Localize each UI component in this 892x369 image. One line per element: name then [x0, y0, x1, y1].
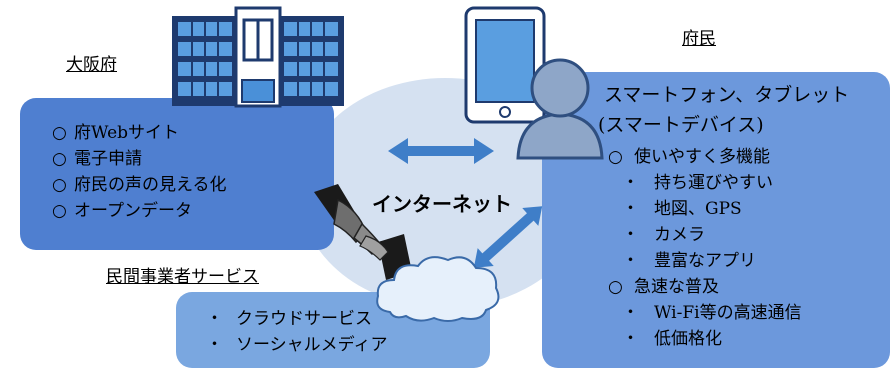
tablet-icon [464, 6, 546, 124]
list-item: ○電子申請 [52, 149, 142, 169]
double-arrow-icon [386, 136, 496, 166]
list-subitem: ・低価格化 [622, 329, 722, 349]
list-item: ○オープンデータ [52, 201, 192, 221]
citizen-title: スマートフォン、タブレット (スマートデバイス) [598, 80, 850, 140]
office-building-icon [170, 6, 346, 110]
list-item: ・ソーシャルメディア [206, 335, 388, 355]
osaka-panel: ○府Webサイト ○電子申請 ○府民の声の見える化 ○オープンデータ [20, 98, 334, 250]
list-item: ○使いやすく多機能 [608, 147, 770, 167]
list-subitem: ・持ち運びやすい [622, 173, 773, 193]
services-label: 民間事業者サービス [106, 267, 259, 287]
cloud-icon [372, 250, 504, 324]
list-item: ○府Webサイト [52, 123, 180, 143]
citizen-item-list: ○使いやすく多機能 ・持ち運びやすい ・地図、GPS ・カメラ ・豊富なアプリ … [608, 144, 802, 352]
list-item: ○急速な普及 [608, 277, 719, 297]
osaka-item-list: ○府Webサイト ○電子申請 ○府民の声の見える化 ○オープンデータ [52, 120, 227, 224]
list-item: ・クラウドサービス [206, 309, 372, 329]
double-arrow-icon [470, 202, 546, 272]
citizen-panel: スマートフォン、タブレット (スマートデバイス) ○使いやすく多機能 ・持ち運び… [542, 72, 890, 368]
list-subitem: ・豊富なアプリ [622, 251, 756, 271]
citizen-label: 府民 [682, 29, 716, 49]
internet-label: インターネット [372, 192, 512, 216]
services-item-list: ・クラウドサービス ・ソーシャルメディア [206, 306, 387, 358]
list-subitem: ・Wi-Fi等の高速通信 [622, 303, 802, 323]
list-subitem: ・地図、GPS [622, 199, 742, 219]
osaka-label: 大阪府 [66, 55, 117, 75]
citizen-title-line2: (スマートデバイス) [598, 114, 764, 136]
person-icon [514, 56, 606, 162]
citizen-title-line1: スマートフォン、タブレット [604, 84, 850, 106]
list-item: ○府民の声の見える化 [52, 175, 227, 195]
handshake-icon [308, 180, 414, 284]
list-subitem: ・カメラ [622, 225, 705, 245]
